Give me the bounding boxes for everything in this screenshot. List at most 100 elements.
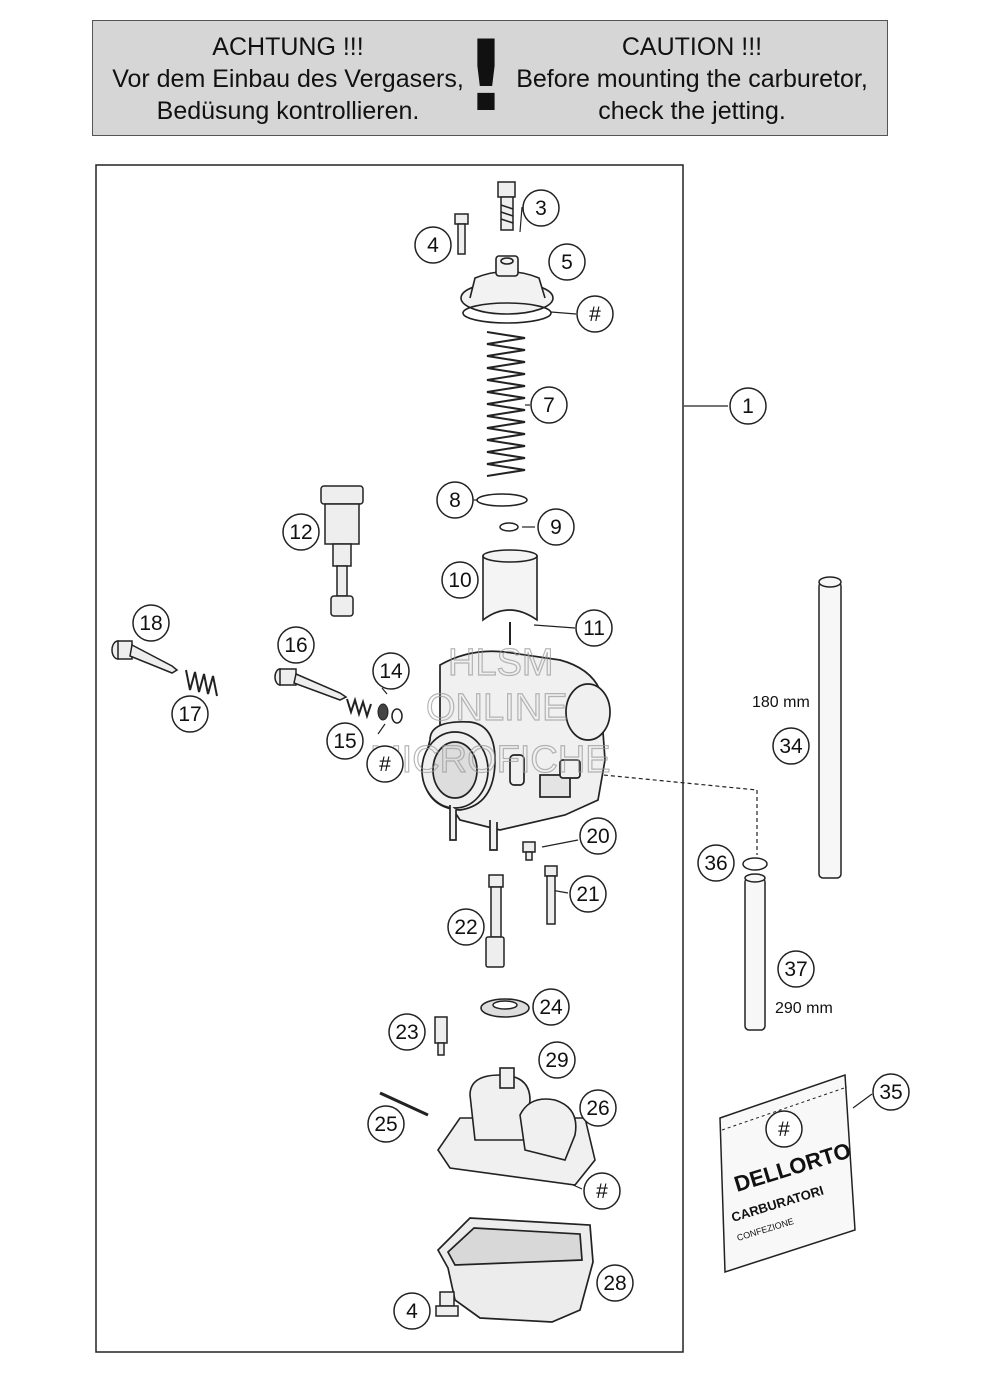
part-14-washer — [377, 703, 389, 721]
part-7-spring — [486, 331, 526, 477]
part-12-starter — [320, 485, 364, 617]
callout-5: 5 — [548, 243, 586, 281]
callout-7: 7 — [530, 386, 568, 424]
svg-text:25: 25 — [374, 1113, 397, 1136]
part-20-jet — [522, 841, 536, 861]
part-17-spring — [185, 669, 218, 697]
svg-text:26: 26 — [586, 1097, 609, 1120]
watermark-line1: HLSM — [448, 642, 554, 684]
warning-english-line1: Before mounting the carburetor, — [516, 65, 868, 93]
callout-hash-2: # — [366, 745, 404, 783]
callout-1: 1 — [729, 387, 767, 425]
part-4-top-screw — [454, 213, 469, 255]
part-5-cover — [460, 255, 554, 324]
callout-22: 22 — [447, 908, 485, 946]
svg-text:20: 20 — [586, 825, 609, 848]
callout-20: 20 — [579, 817, 617, 855]
svg-text:3: 3 — [535, 197, 547, 220]
part-26-float — [437, 1067, 596, 1186]
svg-text:29: 29 — [545, 1049, 568, 1072]
exclamation-icon: ! — [463, 20, 509, 134]
callout-15: 15 — [326, 722, 364, 760]
callout-4-top: 4 — [414, 226, 452, 264]
svg-text:14: 14 — [379, 660, 403, 683]
watermark-line2: ONLINE — [426, 687, 567, 729]
callout-26: 26 — [579, 1089, 617, 1127]
svg-text:22: 22 — [454, 916, 477, 939]
svg-text:#: # — [589, 303, 601, 326]
callout-4-bottom: 4 — [393, 1292, 431, 1330]
callout-14: 14 — [372, 652, 410, 690]
svg-text:16: 16 — [284, 634, 307, 657]
callout-hash-1: # — [576, 295, 614, 333]
svg-text:17: 17 — [178, 703, 201, 726]
warning-german-line2: Bedüsung kontrollieren. — [156, 97, 420, 125]
callout-25: 25 — [367, 1105, 405, 1143]
watermark-line3: MICROFICHE — [370, 739, 611, 781]
warning-banner: ACHTUNG !!! Vor dem Einbau des Vergasers… — [92, 20, 888, 136]
part-37-hose — [744, 873, 766, 1031]
part-18-idle-screw — [111, 640, 179, 674]
svg-text:4: 4 — [427, 234, 439, 257]
warning-german-title: ACHTUNG !!! — [212, 33, 364, 61]
part-4-bottom-screw — [435, 1291, 459, 1317]
svg-text:9: 9 — [550, 516, 562, 539]
part-28-float-bowl — [436, 1217, 594, 1323]
part-21-jet — [544, 865, 558, 925]
callout-9: 9 — [537, 508, 575, 546]
callout-12: 12 — [282, 513, 320, 551]
callout-17: 17 — [171, 695, 209, 733]
svg-text:#: # — [379, 753, 391, 776]
callout-16: 16 — [277, 626, 315, 664]
warning-english-title: CAUTION !!! — [621, 33, 763, 61]
warning-english-line2: check the jetting. — [598, 97, 786, 125]
part-35-jet-kit-bag: DELLORTO CARBURATORI CONFEZIONE — [719, 1073, 856, 1274]
warning-english: CAUTION !!! Before mounting the carburet… — [505, 31, 879, 127]
svg-text:10: 10 — [448, 569, 471, 592]
svg-text:#: # — [778, 1118, 790, 1141]
assembly-frame — [95, 164, 684, 1353]
svg-text:18: 18 — [139, 612, 162, 635]
callout-hash-3: # — [583, 1172, 621, 1210]
callout-34: 34 — [772, 727, 810, 765]
callout-10: 10 — [441, 561, 479, 599]
svg-text:36: 36 — [704, 852, 727, 875]
svg-text:23: 23 — [395, 1021, 418, 1044]
svg-text:7: 7 — [543, 394, 555, 417]
callout-8: 8 — [436, 481, 474, 519]
part-25-pin — [379, 1091, 429, 1117]
o-ring — [391, 708, 403, 724]
part-22-needle-jet — [485, 874, 505, 968]
callout-21: 21 — [569, 875, 607, 913]
callout-36: 36 — [697, 844, 735, 882]
part-10-slide — [482, 549, 538, 622]
svg-text:35: 35 — [879, 1081, 902, 1104]
part-9-clip — [499, 522, 519, 532]
svg-text:24: 24 — [539, 996, 563, 1019]
part-36-clip — [742, 857, 768, 871]
warning-german: ACHTUNG !!! Vor dem Einbau des Vergasers… — [103, 31, 473, 127]
tube-34-length: 180 mm — [752, 694, 810, 711]
callout-28: 28 — [596, 1264, 634, 1302]
svg-text:#: # — [596, 1180, 608, 1203]
svg-text:37: 37 — [784, 958, 807, 981]
part-16-mixture-screw — [274, 668, 348, 701]
callout-35: 35 — [872, 1073, 910, 1111]
carburetor-body — [421, 650, 611, 851]
callout-23: 23 — [388, 1013, 426, 1051]
callout-24: 24 — [532, 988, 570, 1026]
callout-11: 11 — [575, 609, 613, 647]
svg-text:15: 15 — [333, 730, 356, 753]
svg-text:21: 21 — [576, 883, 599, 906]
svg-text:4: 4 — [406, 1300, 418, 1323]
part-8-washer — [476, 493, 528, 507]
part-15-spring — [346, 696, 372, 720]
watermark: HLSM ONLINE MICROFICHE — [369, 641, 611, 781]
part-24-seal — [480, 998, 530, 1018]
svg-text:5: 5 — [561, 251, 573, 274]
part-23-float-needle — [434, 1016, 448, 1056]
callout-18: 18 — [132, 604, 170, 642]
callout-29: 29 — [538, 1041, 576, 1079]
callout-3: 3 — [522, 189, 560, 227]
